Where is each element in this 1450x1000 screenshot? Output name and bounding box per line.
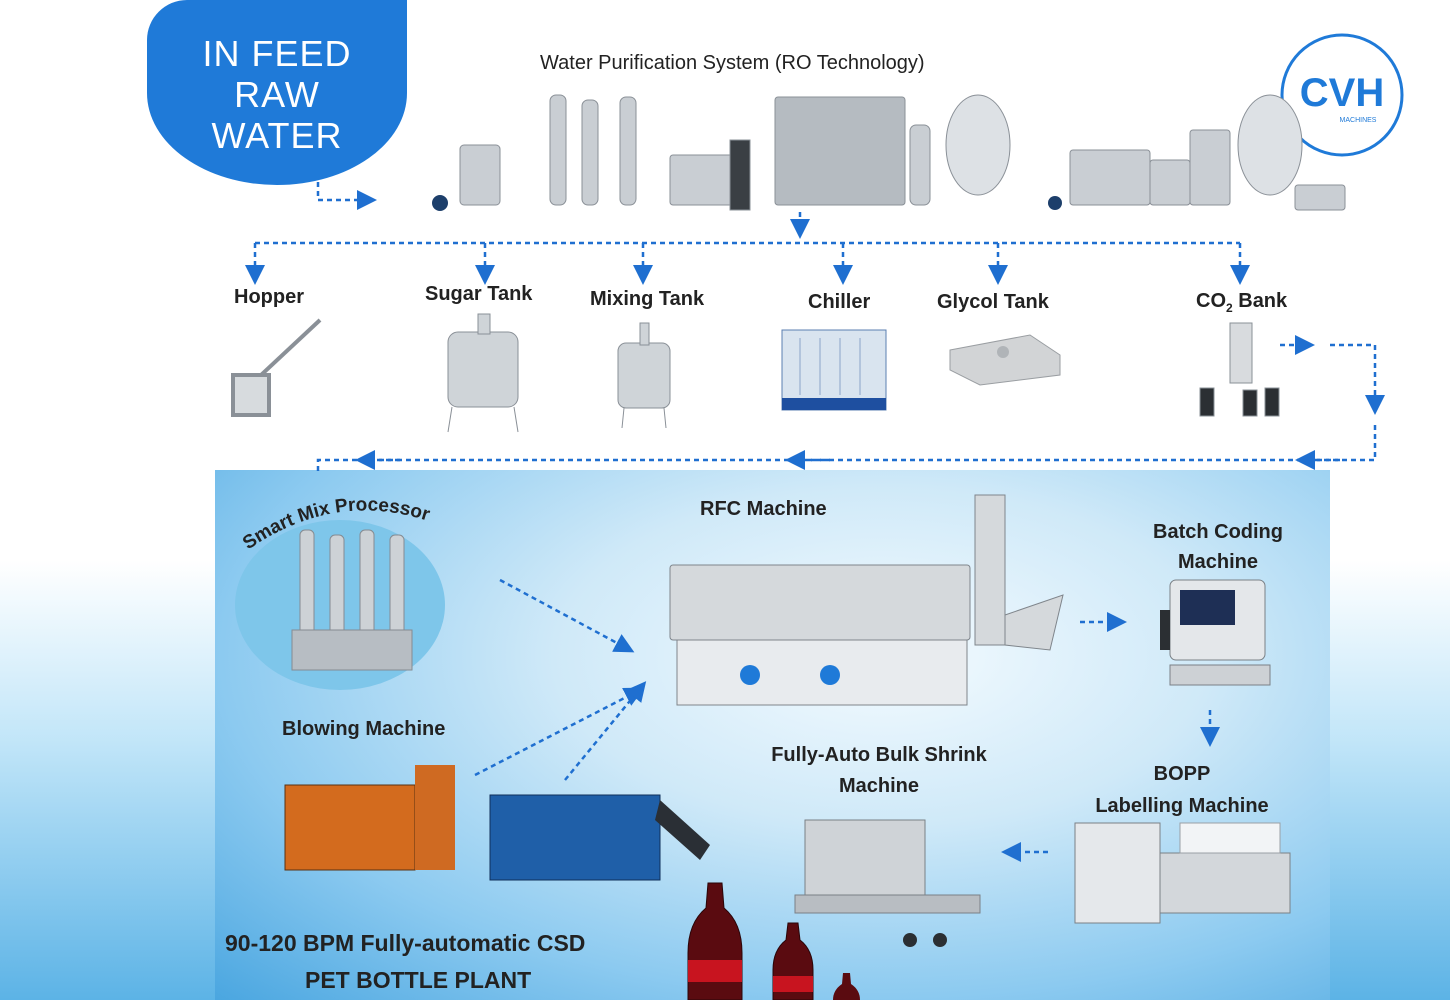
co2-suffix: Bank <box>1232 290 1288 312</box>
label-co2-bank: CO2 Bank <box>1196 290 1287 315</box>
mixing-tank-machine <box>617 322 671 429</box>
label-batch-coding: Batch Coding Machine <box>1138 517 1298 577</box>
label-rfc: RFC Machine <box>700 498 827 520</box>
infeed-badge <box>147 0 407 185</box>
bopp-machine-image <box>1074 822 1291 924</box>
label-sugar-tank: Sugar Tank <box>425 283 533 305</box>
infeed-line-2: RAW <box>234 74 320 115</box>
return-line <box>316 425 1377 472</box>
arrow-infeed <box>316 182 377 210</box>
label-shrink: Fully-Auto Bulk Shrink Machine <box>748 740 1010 802</box>
purification-title: Water Purification System (RO Technology… <box>540 52 925 74</box>
bopp-line-1: BOPP <box>1153 763 1211 785</box>
arrow-co2-down <box>1330 343 1385 415</box>
batch-coding-line-2: Machine <box>1177 551 1259 573</box>
plant-title-line-1: 90-120 BPM Fully-automatic CSD <box>225 930 586 956</box>
chiller-machine <box>781 329 887 411</box>
arrow-blow-to-rfc-2 <box>564 681 647 781</box>
bopp-line-2: Labelling Machine <box>1095 795 1269 817</box>
logo-ring <box>1280 33 1404 157</box>
arrow-mix-to-rfc <box>499 578 635 653</box>
batch-coding-machine-image <box>1160 579 1271 686</box>
blowing-machine-image <box>284 765 710 881</box>
label-glycol-tank: Glycol Tank <box>937 291 1049 313</box>
logo-wordmark: CVH <box>1300 71 1384 115</box>
glycol-tank-machine <box>949 334 1061 386</box>
infeed-label: IN FEED RAW WATER <box>147 33 407 156</box>
smart-mix-processor-image <box>235 520 445 690</box>
sugar-tank-machine <box>447 313 519 433</box>
smart-mix-label: Smart Mix Processor <box>239 494 433 554</box>
cola-bottles-image <box>687 882 860 1000</box>
svg-text:Smart Mix Processor: Smart Mix Processor <box>239 494 433 554</box>
shrink-line-1: Fully-Auto Bulk Shrink <box>771 744 987 766</box>
batch-coding-line-1: Batch Coding <box>1153 521 1283 543</box>
label-bopp: BOPP Labelling Machine <box>1075 758 1289 822</box>
shrink-machine-image <box>794 819 981 947</box>
cvh-logo: CVH MACHINES <box>1280 33 1404 157</box>
co2-bank-machine <box>1199 322 1280 417</box>
label-hopper: Hopper <box>234 286 304 308</box>
co2-subscript: 2 <box>1226 301 1233 315</box>
plant-title-line-2: PET BOTTLE PLANT <box>305 967 532 993</box>
smart-mix-label-arc: Smart Mix Processor <box>239 494 433 554</box>
infeed-line-3: WATER <box>211 115 343 156</box>
co2-prefix: CO <box>1196 290 1226 312</box>
infeed-line-1: IN FEED <box>202 33 352 74</box>
ro-purification-equipment <box>432 94 1346 211</box>
rfc-machine-image <box>669 494 1064 706</box>
label-blowing: Blowing Machine <box>282 718 446 740</box>
logo-subtext: MACHINES <box>1340 117 1377 124</box>
label-chiller: Chiller <box>808 291 871 313</box>
hopper-machine <box>231 318 322 417</box>
arrow-blow-to-rfc-1 <box>474 687 645 777</box>
shrink-line-2: Machine <box>838 775 920 797</box>
label-mixing-tank: Mixing Tank <box>590 288 705 310</box>
